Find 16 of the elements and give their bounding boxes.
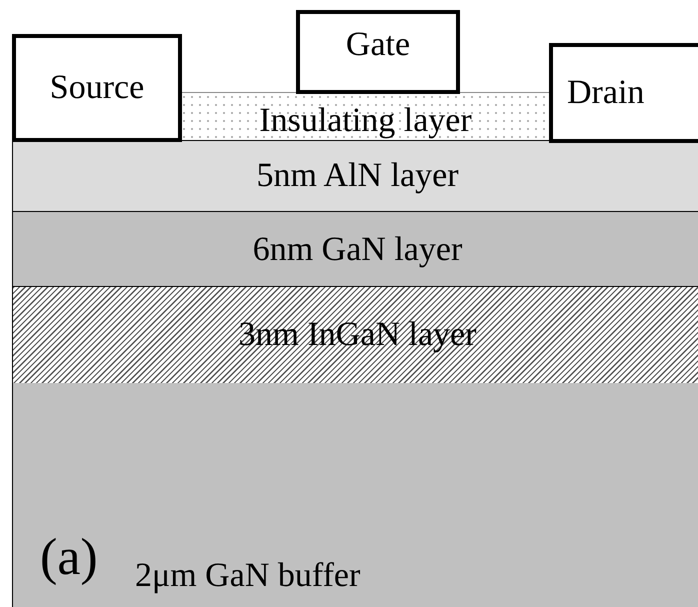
drain-contact bbox=[549, 43, 698, 143]
contact-label: Gate bbox=[346, 28, 410, 62]
ingan-layer bbox=[12, 286, 698, 384]
panel-label: (a) bbox=[40, 532, 98, 584]
layer-label: 2μm GaN buffer bbox=[135, 559, 360, 593]
source-contact bbox=[12, 34, 182, 142]
insulating-layer bbox=[180, 92, 551, 140]
layer-label: Insulating layer bbox=[259, 104, 472, 138]
gan-layer bbox=[12, 212, 698, 287]
aln-layer bbox=[12, 140, 698, 212]
layer-label: 6nm GaN layer bbox=[252, 232, 462, 266]
contact-label: Source bbox=[50, 71, 144, 105]
gan-buffer-layer bbox=[12, 383, 698, 607]
gate-contact bbox=[296, 10, 460, 94]
layer-label: 5nm AlN layer bbox=[256, 159, 459, 193]
contact-label: Drain bbox=[567, 76, 644, 110]
